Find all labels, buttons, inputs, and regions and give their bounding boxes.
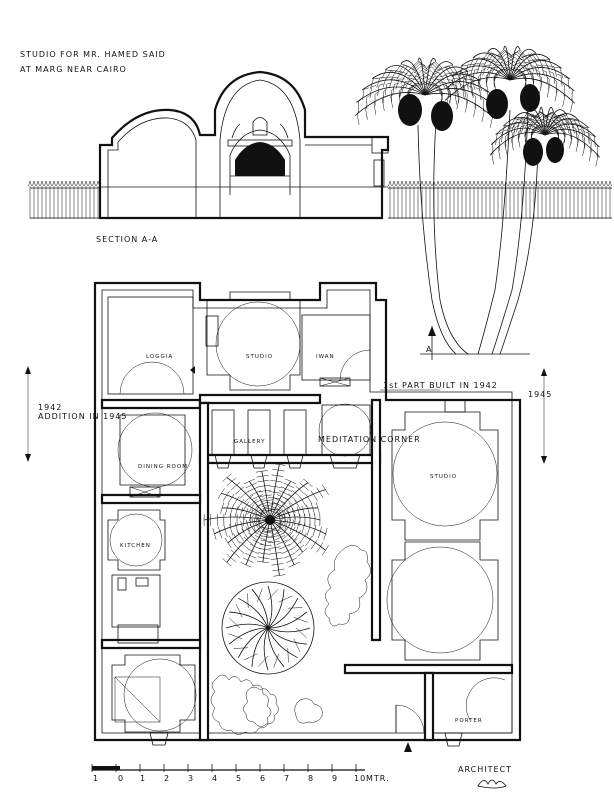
room-iwan: IWAN bbox=[301, 314, 371, 387]
section-a-a: SECTION A-A bbox=[28, 70, 612, 244]
courtyard-shrubs bbox=[210, 545, 371, 735]
floor-plan: LOGGIA STUDIO IWAN bbox=[25, 281, 552, 752]
gallery: GALLERY bbox=[211, 409, 307, 469]
scale-tick-7: 7 bbox=[284, 774, 290, 783]
title-line-2: AT MARG NEAR CAIRO bbox=[20, 65, 127, 74]
annotation-1942: 1st PART BUILT IN 1942 1945 bbox=[380, 368, 552, 464]
label-gallery: GALLERY bbox=[234, 439, 265, 445]
scale-tick-10: 10 bbox=[354, 774, 366, 783]
signature-label: ARCHITECT bbox=[458, 765, 512, 774]
scale-tick-6: 6 bbox=[260, 774, 266, 783]
section-marker: A bbox=[426, 326, 436, 360]
label-year-right: 1945 bbox=[528, 390, 552, 399]
room-studio-large: STUDIO bbox=[386, 399, 499, 661]
scale-tick-3: 3 bbox=[188, 774, 194, 783]
label-meditation: MEDITATION CORNER bbox=[318, 435, 421, 444]
annotation-addition: 1942 ADDITION IN 1945 bbox=[25, 366, 127, 462]
label-first-part: 1st PART BUILT IN 1942 bbox=[383, 381, 498, 390]
title-line-1: STUDIO FOR MR. HAMED SAID bbox=[20, 50, 166, 59]
label-kitchen: KITCHEN bbox=[120, 543, 151, 549]
room-porter: PORTER bbox=[395, 672, 513, 747]
scale-tick-8: 8 bbox=[308, 774, 314, 783]
label-addition: ADDITION IN 1945 bbox=[38, 412, 127, 421]
scale-tick-9: 9 bbox=[332, 774, 338, 783]
architect-signature: ARCHITECT bbox=[458, 765, 512, 789]
label-studio-small: STUDIO bbox=[246, 354, 273, 360]
entrance-arrow bbox=[404, 742, 412, 752]
loggia-arrow bbox=[190, 366, 195, 374]
label-dining: DINING ROOM bbox=[138, 464, 188, 470]
courtyard-palm bbox=[203, 463, 329, 577]
fence-right bbox=[388, 180, 612, 219]
label-studio-large: STUDIO bbox=[430, 474, 457, 480]
label-porter: PORTER bbox=[455, 718, 483, 724]
date-clusters bbox=[398, 84, 564, 166]
scale-tick-2: 2 bbox=[164, 774, 170, 783]
room-studio-small: STUDIO bbox=[205, 291, 301, 391]
label-addition-year: 1942 bbox=[38, 403, 62, 412]
scale-bar: 1 0 1 2 3 4 5 6 7 8 9 10 MTR. bbox=[91, 764, 390, 783]
section-label: SECTION A-A bbox=[96, 235, 158, 244]
grille-window bbox=[235, 142, 285, 176]
courtyard-tree bbox=[221, 581, 315, 675]
room-loggia: LOGGIA bbox=[107, 296, 194, 395]
room-bottom-left bbox=[111, 654, 197, 746]
scale-tick-5: 5 bbox=[236, 774, 242, 783]
scale-unit: MTR. bbox=[366, 774, 390, 783]
palm-trees-elevation bbox=[354, 45, 600, 355]
fence-left bbox=[28, 180, 100, 219]
signature-mark bbox=[477, 779, 507, 789]
room-kitchen: KITCHEN bbox=[107, 509, 166, 644]
label-loggia: LOGGIA bbox=[146, 354, 173, 360]
room-meditation: MEDITATION CORNER bbox=[318, 403, 421, 469]
scale-tick-1: 1 bbox=[140, 774, 146, 783]
section-marker-letter: A bbox=[426, 345, 432, 354]
scale-tick-4: 4 bbox=[212, 774, 218, 783]
scale-start-1: 1 bbox=[93, 774, 99, 783]
label-iwan: IWAN bbox=[316, 354, 335, 360]
scale-start-0: 0 bbox=[118, 774, 124, 783]
room-dining: DINING ROOM bbox=[117, 412, 193, 498]
